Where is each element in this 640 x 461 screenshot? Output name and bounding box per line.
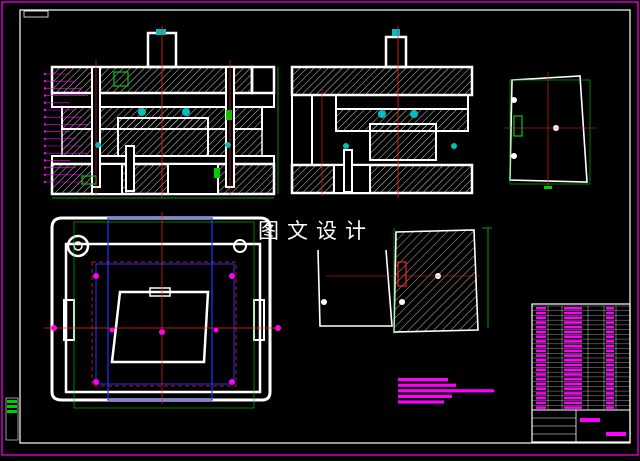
title-block (531, 303, 631, 443)
front-section-view (43, 26, 279, 199)
part-detail-upper-right (504, 72, 596, 189)
parts-list-table (532, 305, 630, 411)
plan-view (44, 212, 282, 409)
margin-stamp (5, 397, 19, 441)
title-info-rows (532, 417, 576, 435)
technical-notes-block (398, 378, 494, 404)
side-section-view (290, 26, 474, 198)
front-view-leaders (43, 72, 88, 184)
part-detail-center (317, 227, 492, 334)
watermark-text: 图文设计 (258, 219, 374, 243)
